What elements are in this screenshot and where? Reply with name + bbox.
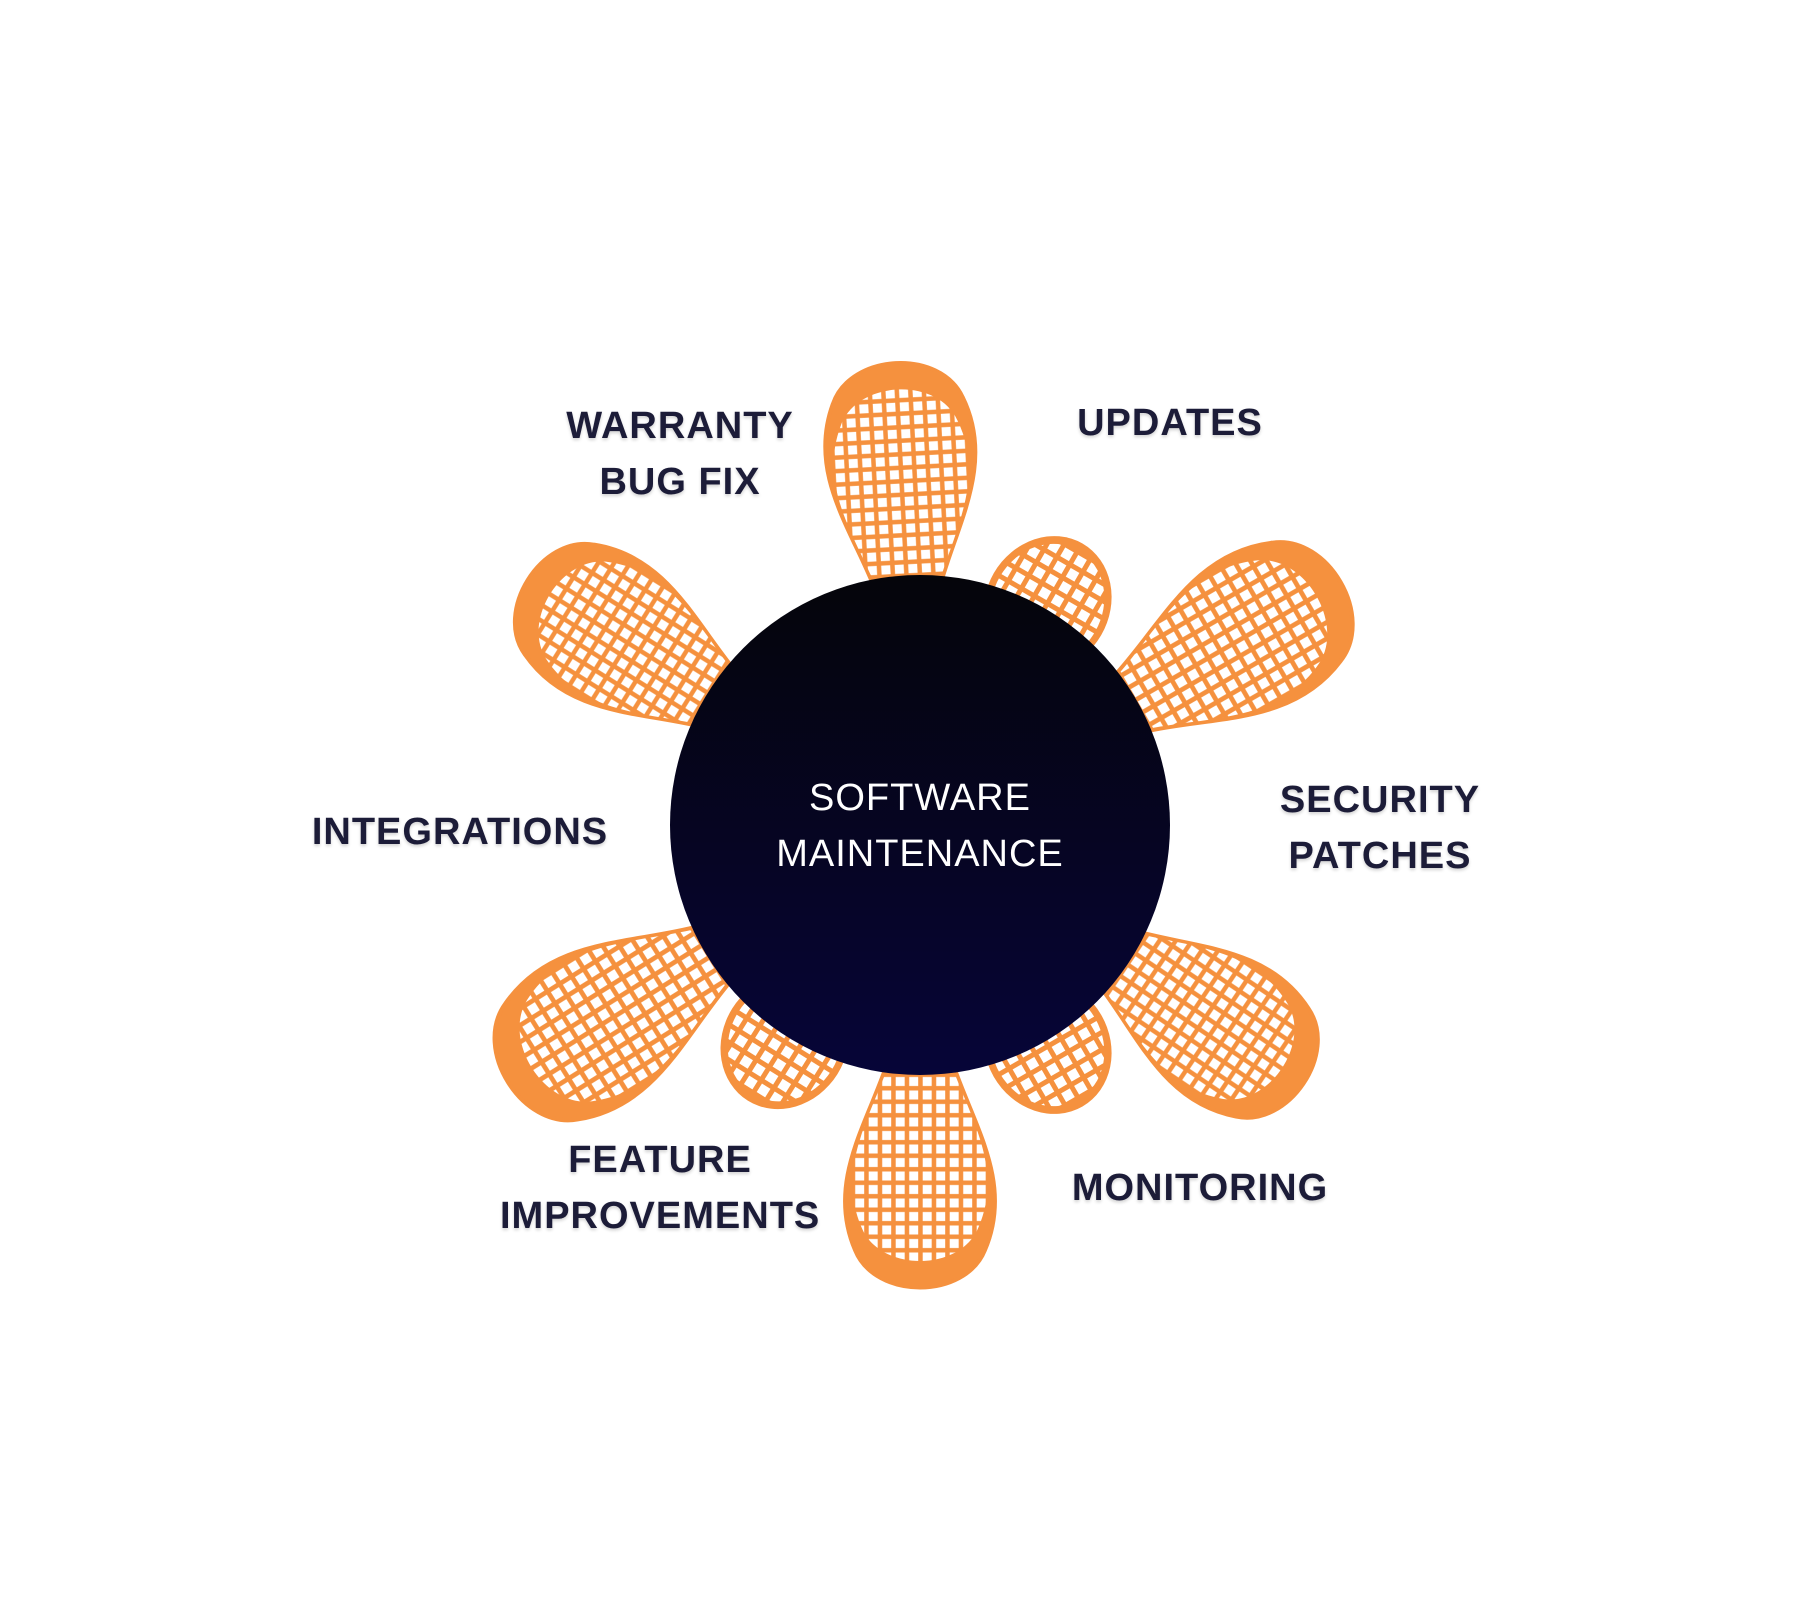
label-security-line-2: PATCHES: [1288, 835, 1472, 877]
label-updates-line-1: UPDATES: [1077, 402, 1263, 444]
label-security-patches: SECURITY PATCHES: [1270, 772, 1490, 884]
label-integrations-line-1: INTEGRATIONS: [311, 811, 609, 853]
petal-upper-right: [1083, 540, 1355, 751]
petal-lower-left: [492, 906, 762, 1123]
center-title-line-1: SOFTWARE: [809, 777, 1031, 819]
petal-top: [823, 361, 978, 629]
center-title: SOFTWARE MAINTENANCE: [720, 770, 1120, 882]
label-updates: UPDATES: [1070, 395, 1270, 451]
label-warranty-line-1: WARRANTY: [566, 405, 794, 447]
label-feature-improvements: FEATURE IMPROVEMENTS: [500, 1132, 820, 1244]
label-monitoring-line-1: MONITORING: [1071, 1167, 1329, 1209]
petal-bottom: [843, 1023, 997, 1290]
label-monitoring: MONITORING: [1060, 1160, 1340, 1216]
hub-circle: [670, 575, 1170, 1075]
label-security-line-1: SECURITY: [1279, 779, 1481, 821]
label-feature-line-1: FEATURE: [568, 1139, 752, 1181]
label-warranty-bug-fix: WARRANTY BUG FIX: [520, 398, 840, 510]
label-integrations: INTEGRATIONS: [310, 804, 610, 860]
label-feature-line-2: IMPROVEMENTS: [500, 1195, 821, 1237]
label-warranty-line-2: BUG FIX: [599, 461, 761, 503]
center-title-line-2: MAINTENANCE: [776, 833, 1064, 875]
